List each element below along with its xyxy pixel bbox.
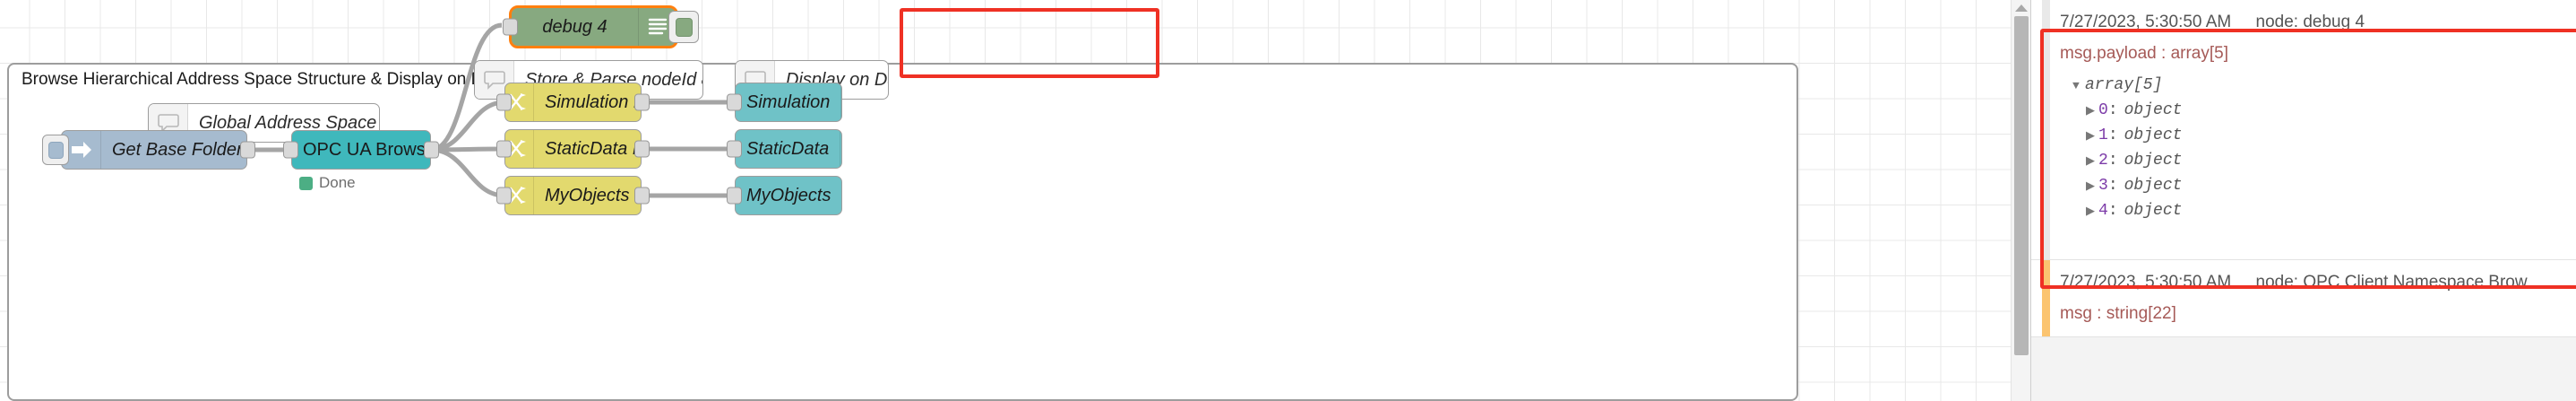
- output-port[interactable]: [240, 141, 255, 159]
- debug-object-tree[interactable]: ▼ array[5] ▶ 0 : object ▶ 1 : object ▶: [2060, 73, 2565, 223]
- abc-text-icon: abc: [840, 130, 841, 168]
- dashboard-node-label: MyObjects: [746, 185, 831, 205]
- switch-node-staticdata-folder[interactable]: StaticData Folder: [496, 129, 650, 169]
- flow-canvas[interactable]: Browse Hierarchical Address Space Struct…: [0, 0, 2030, 401]
- input-port[interactable]: [496, 93, 512, 111]
- debug-node-source: node: debug 4: [2255, 13, 2365, 31]
- dashboard-text-node-staticdata[interactable]: StaticData abc: [727, 129, 842, 169]
- switch-icon: [505, 83, 534, 121]
- debug-toggle-button[interactable]: [668, 11, 699, 43]
- opcua-browser-label: OPC UA Browser: [303, 139, 430, 160]
- debug-lines-icon: [638, 8, 676, 46]
- dashboard-node-label: StaticData: [746, 138, 830, 159]
- output-port[interactable]: [634, 93, 650, 111]
- caret-collapsed-icon[interactable]: ▶: [2086, 179, 2095, 193]
- dashboard-text-node-simulation[interactable]: Simulation abc: [727, 83, 842, 122]
- tree-item-row[interactable]: ▶ 4 : object: [2060, 198, 2565, 223]
- output-port[interactable]: [424, 141, 439, 159]
- caret-collapsed-icon[interactable]: ▶: [2086, 153, 2095, 168]
- tree-item-row[interactable]: ▶ 2 : object: [2060, 148, 2565, 173]
- abc-text-icon: abc: [840, 83, 841, 121]
- caret-expanded-icon[interactable]: ▼: [2072, 78, 2080, 92]
- switch-node-label: MyObjects Folder: [545, 185, 641, 205]
- scroll-up-arrow-icon[interactable]: [2014, 4, 2028, 12]
- input-port[interactable]: [503, 18, 518, 36]
- arrow-right-icon: [62, 131, 101, 169]
- tree-item-row[interactable]: ▶ 1 : object: [2060, 123, 2565, 148]
- debug-timestamp: 7/27/2023, 5:30:50 AM: [2060, 273, 2232, 292]
- tree-item-key: 0: [2098, 101, 2108, 119]
- switch-node-simulation-folder[interactable]: Simulation Folder: [496, 83, 650, 122]
- status-text: Done: [319, 174, 356, 191]
- debug-topic: msg.payload : array[5]: [2060, 44, 2228, 63]
- inject-trigger-button[interactable]: [42, 135, 69, 165]
- inject-node-get-base-folder-structure[interactable]: Get Base Folder Structure ¹: [42, 130, 255, 170]
- node-status: Done: [299, 174, 356, 192]
- tree-item-row[interactable]: ▶ 3 : object: [2060, 173, 2565, 198]
- caret-collapsed-icon[interactable]: ▶: [2086, 103, 2095, 118]
- tree-item-key: 2: [2098, 152, 2108, 170]
- debug-node-source: node: OPC Client Namespace Brow: [2255, 273, 2528, 292]
- input-port[interactable]: [496, 140, 512, 158]
- debug-message[interactable]: 7/27/2023, 5:30:50 AM node: OPC Client N…: [2031, 260, 2576, 337]
- debug-message-header: 7/27/2023, 5:30:50 AM node: OPC Client N…: [2060, 273, 2565, 292]
- input-port[interactable]: [727, 140, 742, 158]
- debug-message-header: 7/27/2023, 5:30:50 AM node: debug 4: [2060, 13, 2565, 32]
- input-port[interactable]: [496, 187, 512, 205]
- debug-sidebar[interactable]: 7/27/2023, 5:30:50 AM node: debug 4 msg.…: [2030, 0, 2576, 401]
- tree-item-separator: :: [2107, 177, 2118, 195]
- switch-icon: [505, 130, 534, 168]
- debug-message[interactable]: 7/27/2023, 5:30:50 AM node: debug 4 msg.…: [2031, 0, 2576, 260]
- inject-node-label: Get Base Folder Structure ¹: [112, 139, 246, 160]
- tree-item-type: object: [2124, 126, 2183, 144]
- tree-item-separator: :: [2107, 101, 2118, 119]
- switch-icon: [505, 177, 534, 214]
- debug-level-bar: [2042, 260, 2050, 336]
- comment-label: Global Address Space Folder Browse: [199, 112, 379, 133]
- input-port[interactable]: [283, 141, 298, 159]
- output-port[interactable]: [634, 187, 650, 205]
- tree-item-type: object: [2124, 101, 2183, 119]
- tree-item-separator: :: [2107, 202, 2118, 220]
- tree-root-type: array[5]: [2085, 76, 2163, 94]
- input-port[interactable]: [727, 187, 742, 205]
- switch-node-label: StaticData Folder: [545, 138, 641, 159]
- flow-group-title: Browse Hierarchical Address Space Struct…: [22, 70, 555, 89]
- debug-timestamp: 7/27/2023, 5:30:50 AM: [2060, 13, 2232, 31]
- tree-item-key: 3: [2098, 177, 2108, 195]
- switch-node-label: Simulation Folder: [545, 92, 641, 112]
- opcua-browser-node[interactable]: OPC UA Browser OPC UA: [283, 130, 439, 191]
- dashboard-text-node-myobjects[interactable]: MyObjects abc: [727, 176, 842, 215]
- tree-item-row[interactable]: ▶ 0 : object: [2060, 98, 2565, 123]
- caret-collapsed-icon[interactable]: ▶: [2086, 128, 2095, 143]
- tree-item-separator: :: [2107, 152, 2118, 170]
- canvas-vertical-scrollbar[interactable]: [2011, 0, 2030, 401]
- debug-level-bar: [2042, 0, 2050, 259]
- tree-item-type: object: [2124, 152, 2183, 170]
- switch-node-myobjects-folder[interactable]: MyObjects Folder: [496, 176, 650, 215]
- tree-item-type: object: [2124, 177, 2183, 195]
- tree-item-type: object: [2124, 202, 2183, 220]
- scrollbar-thumb[interactable]: [2014, 16, 2029, 355]
- input-port[interactable]: [727, 93, 742, 111]
- dashboard-node-label: Simulation: [746, 92, 831, 112]
- debug-topic: msg : string[22]: [2060, 304, 2176, 323]
- tree-item-key: 1: [2098, 126, 2108, 144]
- tree-item-separator: :: [2107, 126, 2118, 144]
- tree-item-key: 4: [2098, 202, 2108, 220]
- debug-node-label: debug 4: [542, 16, 607, 37]
- status-dot: [299, 176, 313, 190]
- caret-collapsed-icon[interactable]: ▶: [2086, 204, 2095, 218]
- debug-node-4[interactable]: debug 4: [503, 5, 699, 48]
- output-port[interactable]: [634, 140, 650, 158]
- tree-root-row[interactable]: ▼ array[5]: [2060, 73, 2565, 98]
